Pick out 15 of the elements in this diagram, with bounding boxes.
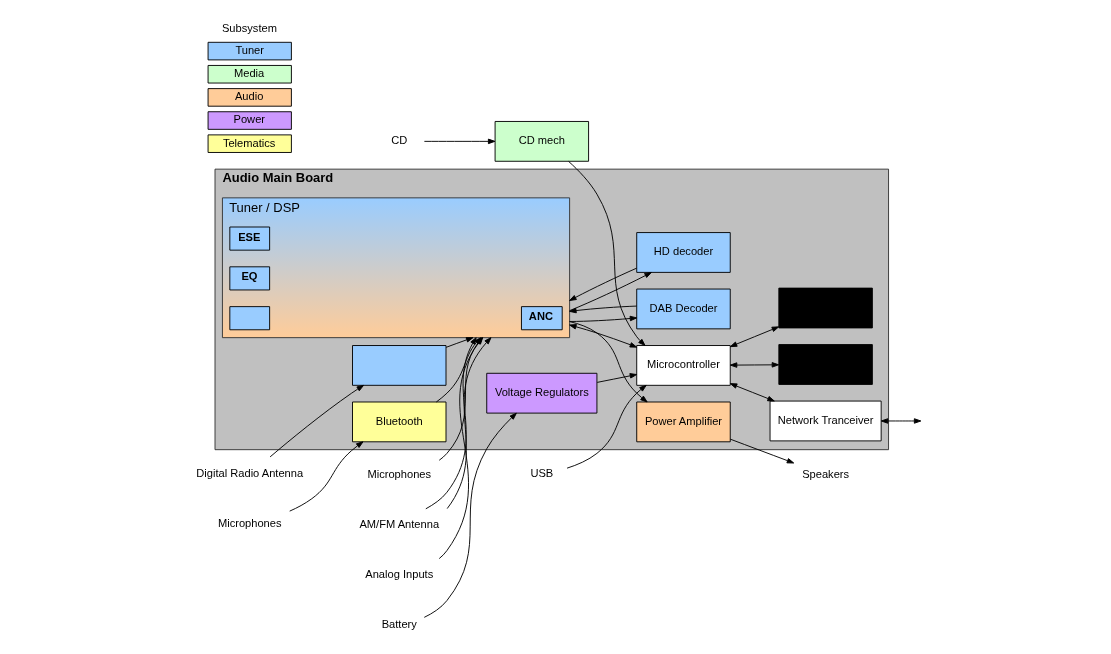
legend-label: Power [233,113,265,126]
legend-label: Tuner [234,43,264,56]
node-text: Speakers [801,467,849,480]
node-text: Digital Radio Antenna [195,466,303,479]
node-text: Battery [381,618,417,631]
node-text: Microphones [366,468,431,481]
legend-label: Audio [234,90,263,103]
node-text: USB [529,466,553,479]
legend-label: Telematics [222,136,275,149]
node-text: AM/FM Antenna [358,518,439,531]
node-text: CD [390,134,407,147]
label: Subsystem [221,21,277,34]
legend-label: Media [233,67,264,80]
node-text: Analog Inputs [364,568,433,581]
node-text: Microphones [217,516,282,529]
